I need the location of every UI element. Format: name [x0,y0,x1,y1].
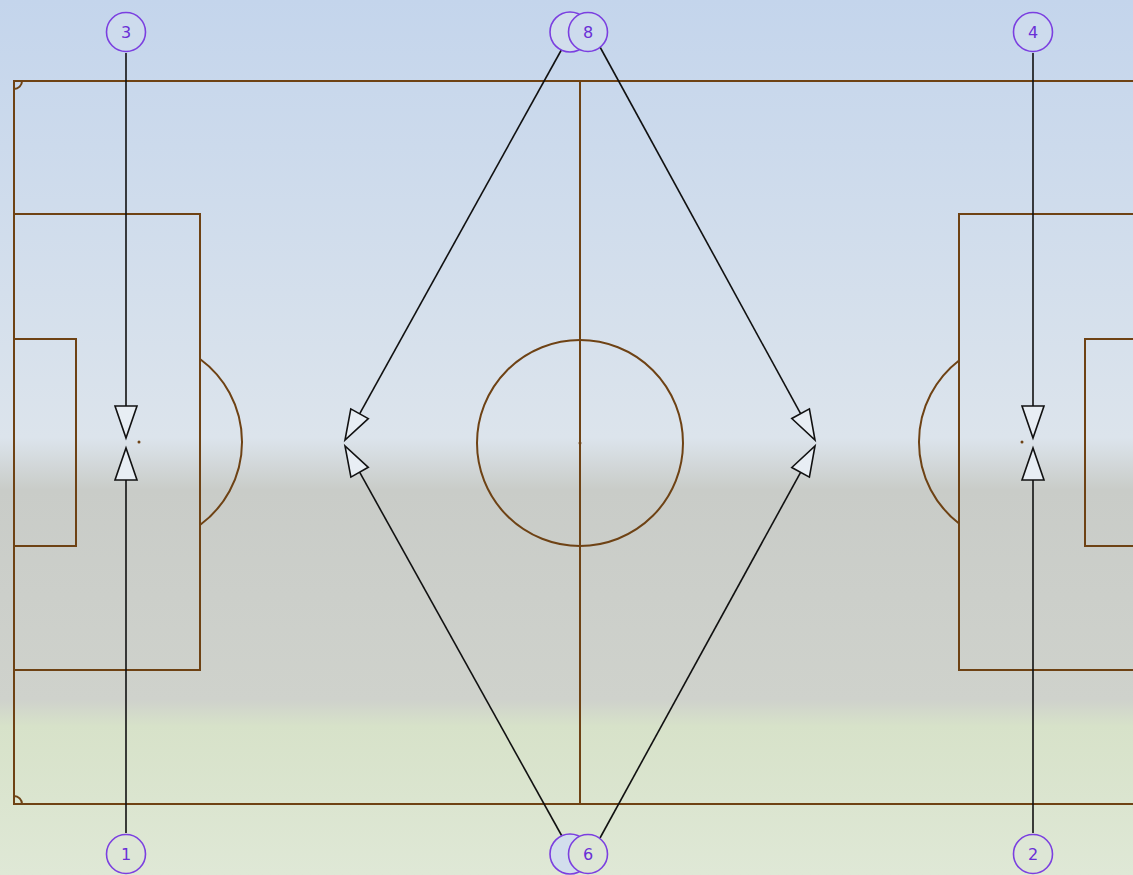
run-line [360,47,563,414]
player-circle: 3 [105,11,147,53]
touchline [14,81,1133,804]
penalty-arc [919,361,959,524]
run-line [125,480,127,833]
penalty-area [14,214,200,670]
penalty-spot [138,441,141,444]
arrowheads [115,406,1044,480]
player-circle: 6 [567,833,609,875]
centre-spot [579,442,582,445]
goal-area [14,339,76,546]
spots [138,441,1024,445]
run-line [125,53,127,406]
player-number: 2 [1012,845,1054,864]
run-line [600,472,801,838]
run-line [1032,53,1034,406]
player-circle: 4 [1012,11,1054,53]
run-lines [126,47,1033,838]
arrowhead [792,409,815,440]
halfway-line [579,81,581,804]
penalty-spot [1021,441,1024,444]
player-number: 6 [567,845,609,864]
arrowhead [792,446,815,477]
player-number: 1 [105,845,147,864]
arrowhead [1022,406,1044,438]
player-circle: 1 [105,833,147,875]
run-line [1032,480,1034,833]
player-circle: 8 [567,11,609,53]
pitch-markings [14,81,1133,804]
corner-arc [14,81,22,89]
centre-circle [477,340,683,546]
player-circle: 2 [1012,833,1054,875]
run-line [360,472,563,838]
arrowhead [1022,448,1044,480]
player-number: 4 [1012,23,1054,42]
arrowhead [115,448,137,480]
penalty-area [959,214,1133,670]
corner-arc [14,796,22,804]
player-number: 3 [105,23,147,42]
arrowhead [345,446,368,477]
goal-area [1085,339,1133,546]
arrowhead [115,406,137,438]
player-number: 8 [567,23,609,42]
player-markers [550,12,590,874]
penalty-arc [200,359,242,525]
run-line [600,47,801,414]
arrowhead [345,409,368,440]
